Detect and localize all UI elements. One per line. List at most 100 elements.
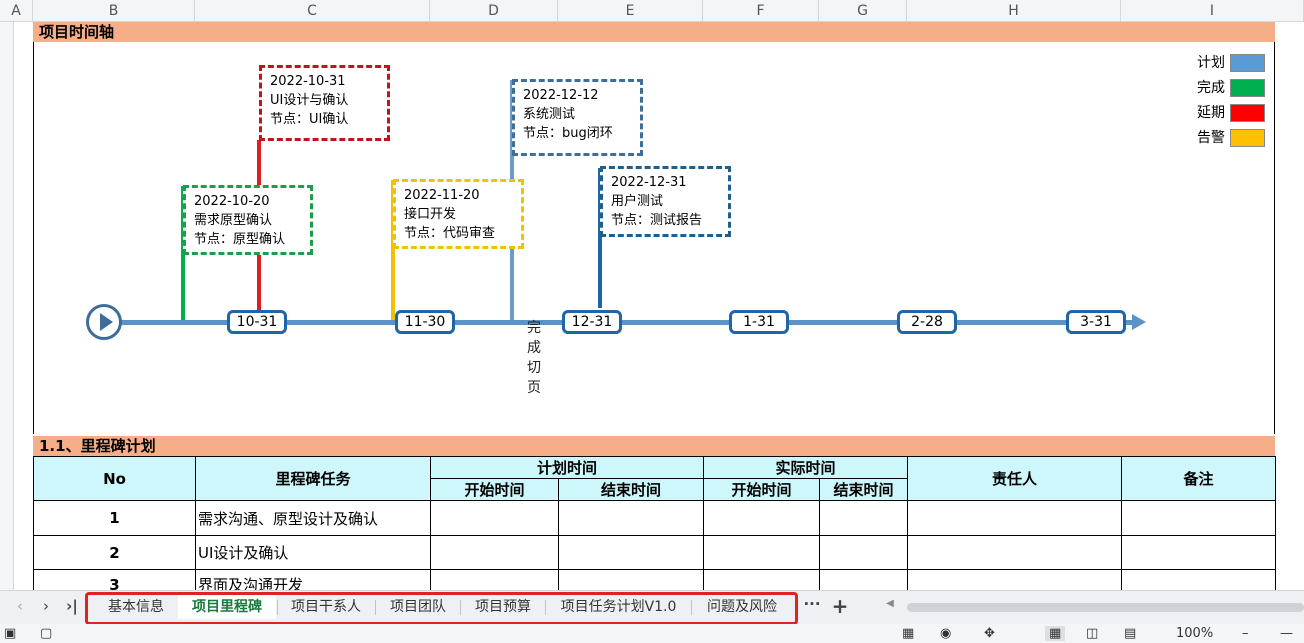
tab-separator	[375, 600, 376, 615]
milestone-stem-blue	[598, 168, 602, 308]
cell-owner[interactable]	[907, 535, 1122, 570]
sheet-tab-milestone[interactable]: 项目里程碑	[178, 595, 276, 619]
cell-actual-start[interactable]	[703, 500, 820, 536]
milestone-table: No 里程碑任务 计划时间 实际时间 责任人 备注 开始时间 结束时间 开始时间…	[33, 456, 1276, 600]
sheet-tab-bar: ‹ › ›| 基本信息 项目里程碑 项目干系人 项目团队 项目预算 项目任务计划…	[0, 590, 1304, 625]
add-sheet-button[interactable]: +	[831, 594, 849, 618]
legend-label-delay: 延期	[1197, 105, 1225, 121]
sheet-tab-budget[interactable]: 项目预算	[475, 599, 531, 615]
callout-date: 2022-12-31	[611, 175, 687, 190]
tab-separator	[277, 600, 278, 615]
table-row: 2 UI设计及确认	[33, 535, 1276, 570]
horizontal-scrollbar[interactable]	[907, 603, 1304, 612]
callout-node: 节点：测试报告	[611, 213, 703, 228]
callout-task: UI设计与确认	[270, 93, 349, 108]
zoom-level[interactable]: 100%	[1176, 626, 1214, 641]
last-sheet-icon[interactable]: ›|	[66, 597, 78, 615]
zoom-slider[interactable]: —	[1280, 626, 1293, 641]
page-layout-icon[interactable]: ◫	[1086, 626, 1099, 641]
callout-task: 需求原型确认	[194, 213, 273, 228]
cell-plan-end[interactable]	[558, 500, 704, 536]
column-header-c[interactable]: C	[195, 0, 430, 22]
header-owner[interactable]: 责任人	[907, 456, 1122, 501]
cell-plan-end[interactable]	[558, 535, 704, 570]
column-header-f[interactable]: F	[703, 0, 819, 22]
date-box-2-28: 2-28	[897, 310, 957, 334]
more-sheets-icon[interactable]: ···	[803, 595, 821, 613]
header-plan-start[interactable]: 开始时间	[430, 478, 559, 501]
cell-plan-start[interactable]	[430, 500, 559, 536]
sheet-tab-issues-risks[interactable]: 问题及风险	[707, 599, 777, 615]
focus-icon[interactable]: ✥	[984, 626, 995, 641]
sheet-tab-team[interactable]: 项目团队	[390, 599, 446, 615]
legend-label-warning: 告警	[1197, 130, 1225, 146]
callout-ui-design: 2022-10-31 UI设计与确认 节点：UI确认	[259, 65, 390, 141]
axis-arrow-icon	[1132, 314, 1146, 330]
scroll-left-icon[interactable]: ◀	[886, 598, 894, 609]
header-task[interactable]: 里程碑任务	[195, 456, 431, 501]
column-header-h[interactable]: H	[907, 0, 1121, 22]
header-actual-time[interactable]: 实际时间	[703, 456, 908, 479]
cell-no[interactable]: 1	[33, 500, 196, 536]
callout-node: 节点：bug闭环	[523, 126, 613, 141]
vertical-note: 完成切页	[527, 320, 541, 396]
callout-task: 接口开发	[404, 207, 457, 222]
sheet-tabs-highlight	[85, 592, 798, 625]
tab-separator	[460, 600, 461, 615]
cell-task[interactable]: UI设计及确认	[195, 535, 431, 570]
timeline-axis	[112, 320, 1136, 325]
cell-owner[interactable]	[907, 500, 1122, 536]
column-header-i[interactable]: I	[1121, 0, 1304, 22]
zoom-out-icon[interactable]: –	[1242, 626, 1249, 641]
date-box-10-31: 10-31	[227, 310, 287, 334]
callout-task: 系统测试	[523, 107, 576, 122]
header-no[interactable]: No	[33, 456, 196, 501]
legend-swatch-delay	[1230, 104, 1265, 122]
cell-plan-start[interactable]	[430, 535, 559, 570]
column-header-g[interactable]: G	[819, 0, 907, 22]
column-header-d[interactable]: D	[430, 0, 558, 22]
cell-actual-start[interactable]	[703, 535, 820, 570]
prev-sheet-icon[interactable]: ‹	[17, 597, 23, 615]
header-remark[interactable]: 备注	[1121, 456, 1276, 501]
callout-api-dev: 2022-11-20 接口开发 节点：代码审查	[393, 179, 524, 249]
table-row: 1 需求沟通、原型设计及确认	[33, 500, 1276, 536]
tab-separator	[545, 600, 546, 615]
legend-label-plan: 计划	[1197, 55, 1225, 71]
sheet-tab-stakeholders[interactable]: 项目干系人	[291, 599, 361, 615]
callout-node: 节点：原型确认	[194, 232, 286, 247]
cell-remark[interactable]	[1121, 500, 1276, 536]
sheet-tab-basic-info[interactable]: 基本信息	[108, 599, 164, 615]
legend-swatch-done	[1230, 79, 1265, 97]
cell-task[interactable]: 需求沟通、原型设计及确认	[195, 500, 431, 536]
eye-protection-icon[interactable]: ◉	[940, 626, 952, 641]
cell-actual-end[interactable]	[819, 535, 908, 570]
normal-view-icon[interactable]: ▦	[1045, 626, 1066, 641]
callout-date: 2022-12-12	[523, 88, 599, 103]
callout-node: 节点：UI确认	[270, 112, 349, 127]
page-break-icon[interactable]: ▤	[1124, 626, 1137, 641]
callout-task: 用户测试	[611, 194, 664, 209]
callout-date: 2022-11-20	[404, 188, 480, 203]
column-header-b[interactable]: B	[33, 0, 195, 22]
cell-actual-end[interactable]	[819, 500, 908, 536]
sheet-tab-task-plan[interactable]: 项目任务计划V1.0	[560, 599, 677, 615]
next-sheet-icon[interactable]: ›	[43, 597, 49, 615]
header-plan-end[interactable]: 结束时间	[558, 478, 704, 501]
status-doc-icon[interactable]: ▢	[40, 626, 53, 641]
column-header-a[interactable]: A	[0, 0, 33, 22]
header-plan-time[interactable]: 计划时间	[430, 456, 704, 479]
header-actual-end[interactable]: 结束时间	[819, 478, 908, 501]
layout-icon[interactable]: ▦	[902, 626, 915, 641]
column-header-e[interactable]: E	[558, 0, 703, 22]
cell-remark[interactable]	[1121, 535, 1276, 570]
milestone-stem-green	[181, 186, 185, 324]
date-box-12-31: 12-31	[562, 310, 622, 334]
row-gutter[interactable]	[0, 22, 14, 590]
timeline-area	[33, 42, 1275, 434]
callout-system-test: 2022-12-12 系统测试 节点：bug闭环	[512, 79, 643, 156]
header-actual-start[interactable]: 开始时间	[703, 478, 820, 501]
status-mode-icon[interactable]: ▣	[4, 626, 17, 641]
tab-separator	[691, 600, 692, 615]
cell-no[interactable]: 2	[33, 535, 196, 570]
